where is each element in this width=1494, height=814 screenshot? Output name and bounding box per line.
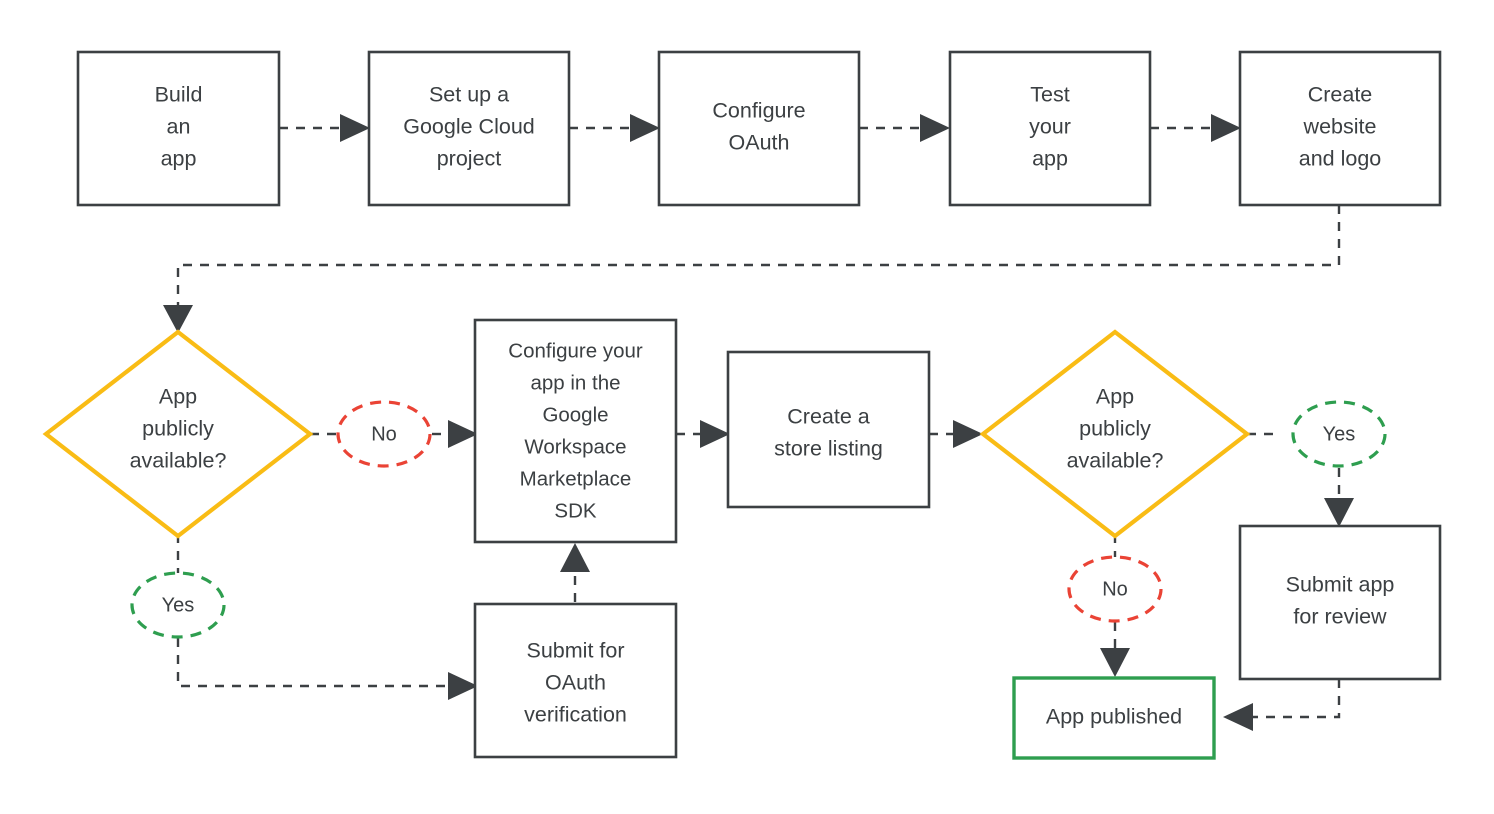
node-create-website-and-logo[interactable]: Create website and logo bbox=[1238, 50, 1442, 207]
node-submit-app-for-review[interactable]: Submit app for review bbox=[1238, 524, 1442, 681]
node-set-up-google-cloud-project[interactable]: Set up a Google Cloud project bbox=[367, 50, 571, 207]
node-build-an-app[interactable]: Build an app bbox=[76, 50, 281, 207]
node-decision1-line-1: App bbox=[159, 385, 197, 409]
node-build-an-app-line-2: an bbox=[167, 115, 191, 139]
edge-decision1-no-to-sdk bbox=[310, 420, 478, 448]
node-gcp-project-line-3: project bbox=[437, 147, 502, 171]
node-test-your-app-line-2: your bbox=[1029, 115, 1071, 139]
node-configure-app-marketplace-sdk[interactable]: Configure your app in the Google Workspa… bbox=[473, 318, 678, 544]
node-configure-oauth[interactable]: Configure OAuth bbox=[657, 50, 861, 207]
node-decision1-line-2: publicly bbox=[142, 417, 214, 441]
edge-decision2-yes-to-review bbox=[1247, 432, 1354, 527]
node-configure-sdk-line-5: Marketplace bbox=[520, 467, 632, 490]
node-store-listing-line-2: store listing bbox=[774, 437, 883, 461]
node-submit-review-line-1: Submit app bbox=[1286, 573, 1395, 597]
node-decision2-line-3: available? bbox=[1067, 449, 1164, 473]
node-configure-oauth-line-1: Configure bbox=[712, 99, 805, 123]
node-decision2-line-1: App bbox=[1096, 385, 1134, 409]
node-decision2-line-2: publicly bbox=[1079, 417, 1151, 441]
node-configure-sdk-line-6: SDK bbox=[554, 499, 596, 522]
node-store-listing-line-1: Create a bbox=[787, 405, 870, 429]
node-gcp-project-line-2: Google Cloud bbox=[403, 115, 534, 139]
edge-label-yes-1: Yes bbox=[130, 571, 226, 639]
edge-label-no-1-text: No bbox=[371, 423, 397, 445]
node-oauth-verification-line-1: Submit for bbox=[527, 639, 625, 663]
node-app-published[interactable]: App published bbox=[1012, 676, 1216, 760]
edge-decision1-yes-to-oauth-verification bbox=[176, 534, 478, 700]
edge-oauth-to-test bbox=[859, 114, 950, 142]
edge-label-no-2: No bbox=[1067, 555, 1163, 623]
node-test-your-app-line-1: Test bbox=[1030, 83, 1069, 107]
edge-label-yes-2: Yes bbox=[1291, 400, 1387, 468]
node-create-store-listing[interactable]: Create a store listing bbox=[726, 350, 931, 509]
node-submit-oauth-verification[interactable]: Submit for OAuth verification bbox=[473, 602, 678, 759]
node-app-published-label: App published bbox=[1046, 705, 1182, 729]
edge-label-no-1: No bbox=[336, 400, 432, 468]
edge-review-to-published bbox=[1223, 679, 1341, 731]
node-oauth-verification-line-2: OAuth bbox=[545, 671, 606, 695]
node-create-website-line-1: Create bbox=[1308, 83, 1373, 107]
edge-store-listing-to-decision2 bbox=[929, 420, 983, 448]
node-build-an-app-line-1: Build bbox=[155, 83, 203, 107]
edge-label-yes-2-text: Yes bbox=[1323, 423, 1356, 445]
node-create-website-line-3: and logo bbox=[1299, 147, 1382, 171]
edge-sdk-to-store-listing bbox=[676, 420, 730, 448]
node-submit-review-line-2: for review bbox=[1293, 605, 1387, 629]
edge-test-to-website bbox=[1150, 114, 1241, 142]
node-configure-sdk-line-2: app in the bbox=[530, 371, 620, 394]
node-configure-sdk-line-4: Workspace bbox=[524, 435, 626, 458]
edge-label-no-2-text: No bbox=[1102, 578, 1128, 600]
node-configure-sdk-line-1: Configure your bbox=[508, 339, 643, 362]
edge-build-to-gcp bbox=[279, 114, 370, 142]
node-create-website-line-2: website bbox=[1303, 115, 1377, 139]
node-oauth-verification-line-3: verification bbox=[524, 703, 627, 727]
node-decision-app-publicly-available-1[interactable]: App publicly available? bbox=[42, 329, 314, 539]
node-gcp-project-line-1: Set up a bbox=[429, 83, 509, 107]
node-test-your-app-line-3: app bbox=[1032, 147, 1068, 171]
node-build-an-app-line-3: app bbox=[161, 147, 197, 171]
edge-label-yes-1-text: Yes bbox=[162, 594, 195, 616]
edge-gcp-to-oauth bbox=[569, 114, 660, 142]
node-decision-app-publicly-available-2[interactable]: App publicly available? bbox=[979, 329, 1251, 539]
node-test-your-app[interactable]: Test your app bbox=[948, 50, 1152, 207]
node-configure-sdk-line-3: Google bbox=[542, 403, 608, 426]
edge-website-to-decision1 bbox=[163, 205, 1341, 333]
node-configure-oauth-line-2: OAuth bbox=[729, 131, 790, 155]
node-decision1-line-3: available? bbox=[130, 449, 227, 473]
